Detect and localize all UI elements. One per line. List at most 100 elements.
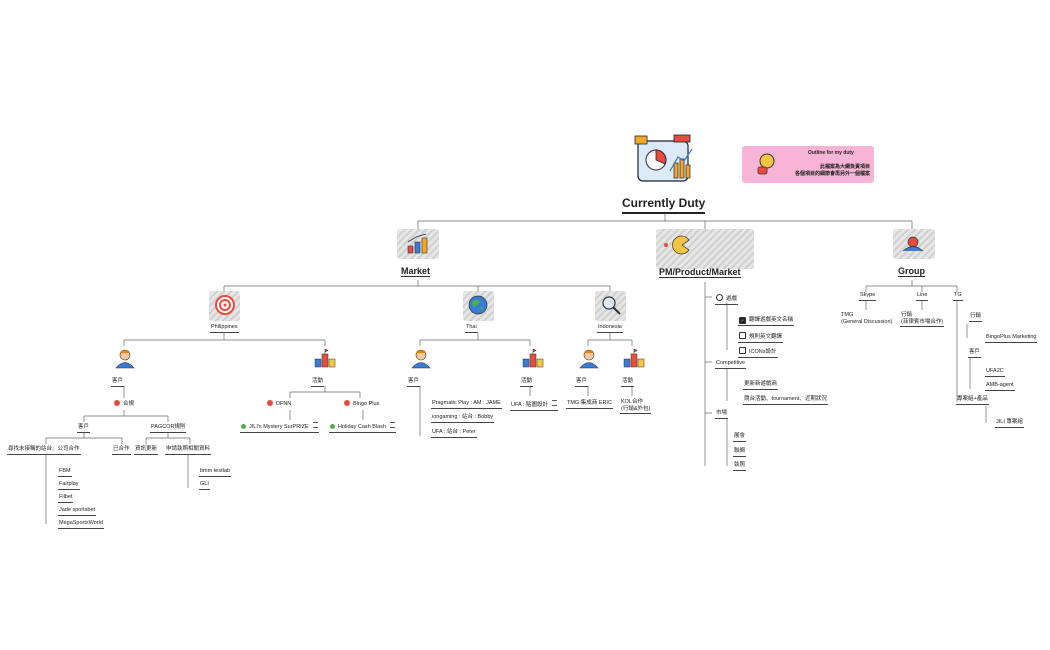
indo-client-node: 客戶 [575, 378, 589, 387]
podium-icon [623, 348, 645, 374]
game-item-label: 翻譯遊戲英文名稱 [749, 317, 794, 323]
person-icon [410, 347, 432, 374]
note-icon [390, 422, 395, 428]
thai-event-item: UFA : 貼圖設計 [510, 400, 558, 411]
line-marketing-sub: (菲律賓市場合作) [901, 318, 944, 325]
tg-marketing-node: 行銷 [969, 313, 983, 322]
bingo-item: Holiday Cash Blash [329, 422, 396, 433]
thai-client-item: Pragmatic Play : AM : JAME [431, 400, 502, 409]
person-tag-icon [114, 400, 120, 406]
close-circle-icon [344, 400, 350, 406]
tmg-label: TMG [841, 312, 854, 318]
tg-client-item: AMB-agent [985, 382, 1015, 391]
ph-done-node: 已合作 [112, 446, 131, 455]
podium-icon [314, 348, 336, 374]
market-node: Market [401, 266, 431, 277]
tg-client-item: UFA2C [985, 368, 1005, 377]
line-marketing-label: 行銷 [901, 312, 913, 318]
pm-game-label: 遊戲 [726, 296, 738, 302]
tg-project-node: 專案組+產品 [956, 396, 989, 405]
person-icon [114, 347, 136, 374]
bingo-node: Bingo Plus [344, 400, 379, 408]
checkbox-checked-icon: ✓ [739, 317, 746, 324]
tmg-sub-label: (General Discussion) [841, 318, 893, 325]
thai-event-node: 活動 [520, 378, 534, 387]
progress-icon [241, 424, 246, 429]
close-circle-icon [267, 400, 273, 406]
thai-node: Thai [465, 324, 478, 333]
progress-icon [330, 424, 335, 429]
clock-icon [716, 294, 723, 301]
outline-line-1: 此檔案為大綱負責項目 [819, 164, 870, 170]
outline-note: Outline for my duty 此檔案為大綱負責項目 各個項目的細節會再… [742, 146, 874, 183]
jili-project-node: JILI 專案組 [995, 419, 1024, 428]
pm-competitive-node: Competitive [715, 360, 747, 369]
bingoplus-marketing-node: BingoPlus Marketing [985, 334, 1038, 343]
skype-node: Skype [859, 292, 877, 301]
pacman-icon [662, 235, 690, 260]
game-item: ✓翻譯遊戲英文名稱 [738, 317, 795, 326]
apply-item: GLI [199, 481, 210, 490]
dfnn-item-label: JILI's Mystery SurPRIZE [249, 424, 309, 430]
market-item: 展會 [733, 433, 747, 442]
comp-item: 競台活動、tournament、近期狀況 [743, 396, 828, 405]
ph-cooperation-node: 合規 [114, 400, 134, 408]
line-marketing-node: 行銷(菲律賓市場合作) [900, 312, 945, 328]
partner-item: Jade sportsbet [58, 507, 97, 516]
market-item: 執照 [733, 462, 747, 471]
indo-event-node: 活動 [621, 378, 635, 387]
partner-item: Fairplay [58, 481, 80, 490]
pm-node: PM/Product/Market [659, 267, 741, 278]
dfnn-node: DFNN [267, 400, 291, 408]
globe-icon [468, 295, 488, 320]
group-people-icon [900, 234, 926, 259]
market-item: 聯網 [733, 448, 747, 457]
indo-event-item: KOL合作(行銷&外包) [620, 399, 652, 415]
dashboard-illustration-icon [632, 133, 696, 193]
partner-item: MegaSportsWorld [58, 520, 104, 529]
tmg-node: TMG(General Discussion) [841, 312, 892, 325]
game-item: 規則英文翻譯 [738, 332, 784, 343]
ph-client-node: 客戶 [111, 378, 125, 387]
magnifier-icon [600, 294, 622, 321]
outline-title: Outline for my duty [808, 150, 854, 156]
outline-line-2: 各個項目的細節會再另外一個檔案 [794, 171, 870, 177]
checkbox-icon [739, 332, 746, 339]
note-icon [312, 422, 318, 428]
ph-find-node: 尋找未接觸的站台、公司合作 [7, 446, 81, 455]
comp-item: 更新新遊戲商 [743, 381, 779, 390]
indo-client-item: TMG:集成商 ERIC [566, 400, 613, 409]
game-item-label: 規則英文翻譯 [749, 334, 783, 340]
pm-game-node: 遊戲 [715, 294, 739, 305]
lightbulb-icon [757, 153, 775, 175]
thai-client-item: UFA : 站台 : Peter [431, 429, 477, 438]
thai-event-item-label: UFA : 貼圖設計 [511, 402, 548, 408]
tg-client-node: 客戶 [968, 349, 982, 358]
group-node: Group [898, 266, 925, 277]
tg-node: TG [953, 292, 963, 301]
ph-event-node: 活動 [311, 378, 325, 387]
indo-event-item-line2: (行銷&外包) [621, 405, 651, 412]
podium-icon [522, 348, 544, 374]
pm-market-node: 市場 [715, 410, 729, 419]
checkbox-icon [739, 347, 746, 354]
indonesia-node: Indonesia [597, 324, 623, 333]
line-node: Line [916, 292, 929, 301]
thai-client-node: 客戶 [407, 378, 421, 387]
bar-chart-icon [406, 233, 430, 260]
dfnn-item: JILI's Mystery SurPRIZE [240, 422, 319, 433]
ph-update-node: 資訊更新 [134, 446, 159, 455]
bingo-item-label: Holiday Cash Blash [338, 424, 386, 430]
thai-client-item: iongaming : 站台 : Bobby [431, 414, 495, 423]
partner-item: FBM [58, 468, 72, 477]
person-icon [578, 347, 600, 374]
root-title: Currently Duty [622, 196, 706, 214]
ph-client2-node: 客戶 [77, 424, 91, 433]
partner-item: Filbet [58, 494, 74, 503]
target-icon [214, 294, 236, 321]
apply-item: bmm testlab [199, 468, 231, 477]
indo-event-item-line1: KOL合作 [621, 399, 644, 405]
ph-pagcor-node: PAGCOR規則 [150, 424, 187, 433]
ph-apply-node: 申請執照相關資料 [165, 446, 212, 455]
